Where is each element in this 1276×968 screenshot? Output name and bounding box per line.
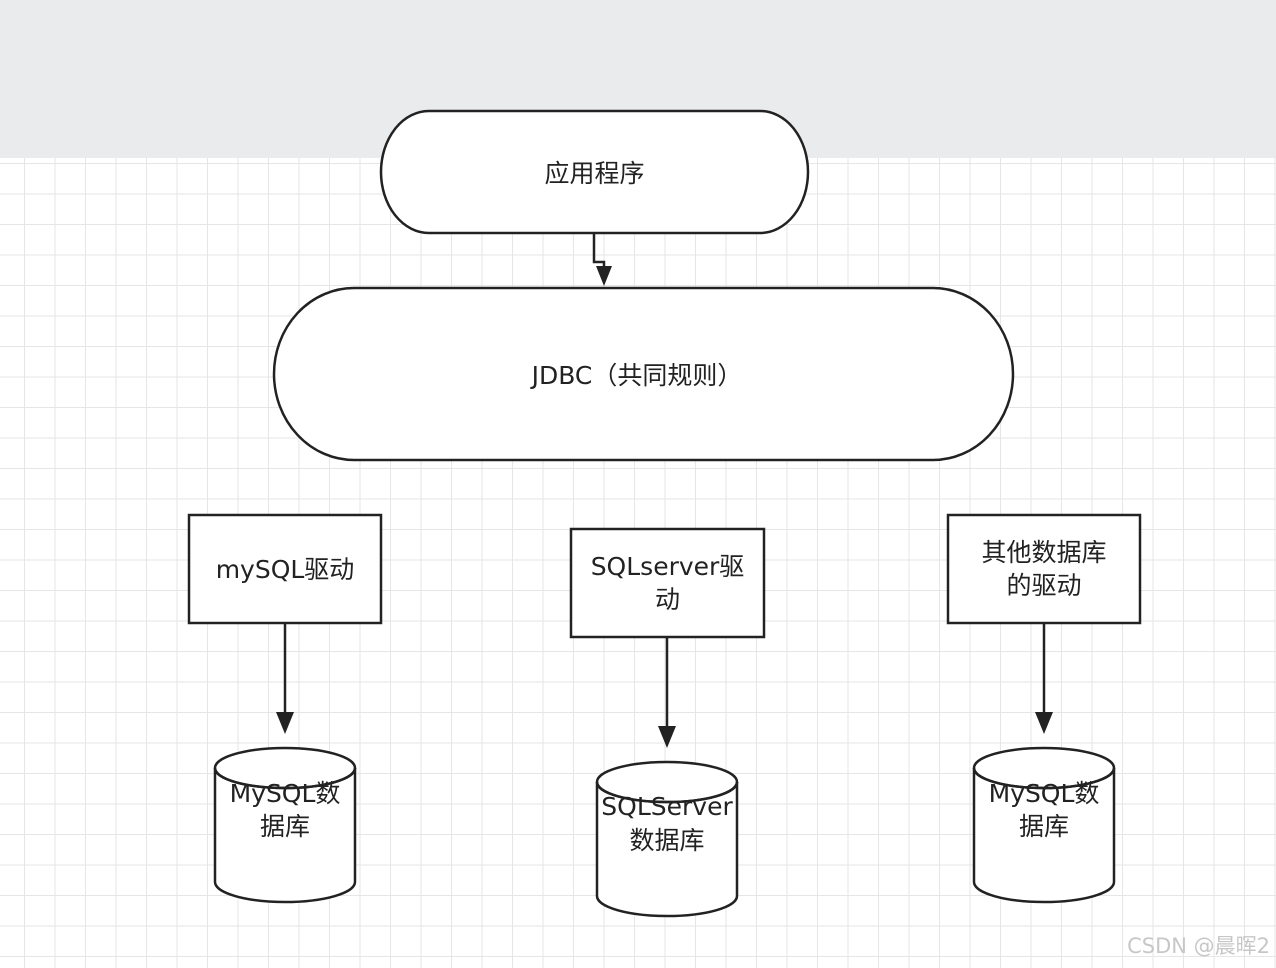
arrow-mysql-driver-to-db xyxy=(276,623,294,734)
sqlserver-driver-label-line2: 动 xyxy=(655,585,680,614)
arrow-app-to-jdbc xyxy=(592,233,612,286)
other-driver-node[interactable]: 其他数据库 的驱动 xyxy=(946,513,1142,625)
mysql-db-right-label-line2: 据库 xyxy=(1019,812,1069,841)
other-driver-label-line2: 的驱动 xyxy=(1006,571,1081,600)
mysql-database-left[interactable]: MySQL数 据库 xyxy=(213,746,357,904)
mysql-db-right-label-line1: MySQL数 xyxy=(989,779,1100,808)
mysql-database-right[interactable]: MySQL数 据库 xyxy=(972,746,1116,904)
other-driver-label-line1: 其他数据库 xyxy=(981,538,1106,567)
sqlserver-database[interactable]: SQLServer 数据库 xyxy=(595,760,739,918)
mysql-db-left-label-line2: 据库 xyxy=(260,812,310,841)
jdbc-node-label: JDBC（共同规则） xyxy=(530,361,743,390)
sqlserver-driver-label-line1: SQLserver驱 xyxy=(591,552,745,581)
mysql-db-left-label-line1: MySQL数 xyxy=(230,779,341,808)
sqlserver-driver-node[interactable]: SQLserver驱 动 xyxy=(569,527,766,639)
sqlserver-db-label-line1: SQLServer xyxy=(601,792,733,821)
jdbc-node[interactable]: JDBC（共同规则） xyxy=(272,286,1015,462)
arrow-other-driver-to-db xyxy=(1035,623,1053,734)
arrow-sqlserver-driver-to-db xyxy=(658,637,676,748)
mysql-driver-node[interactable]: mySQL驱动 xyxy=(187,513,383,625)
app-node-label: 应用程序 xyxy=(544,159,644,188)
csdn-watermark: CSDN @晨晖2 xyxy=(1127,934,1270,958)
app-node[interactable]: 应用程序 xyxy=(379,109,810,235)
mysql-driver-label: mySQL驱动 xyxy=(216,555,355,584)
sqlserver-db-label-line2: 数据库 xyxy=(629,826,704,855)
